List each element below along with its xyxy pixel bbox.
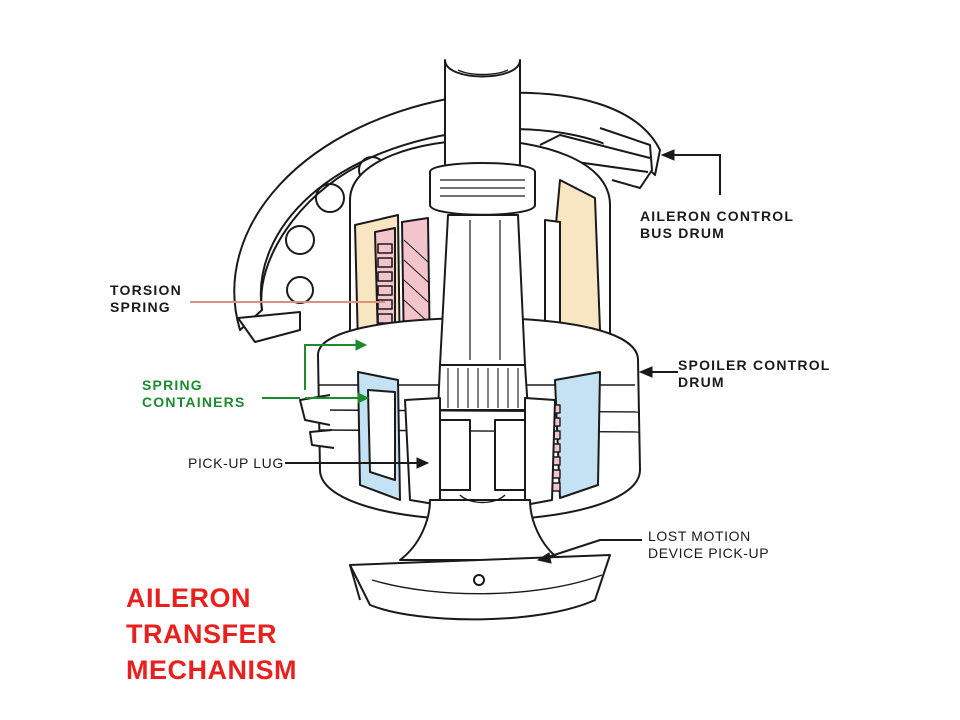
- label-torsion-spring-line2: SPRING: [110, 299, 171, 315]
- leader-spring-containers-arrow-2: [357, 392, 370, 404]
- title-line2: TRANSFER: [126, 619, 277, 649]
- leader-pickup-lug-arrow: [416, 457, 430, 469]
- label-spring-containers-line1: SPRING: [142, 377, 203, 393]
- base-plate: [349, 494, 611, 621]
- leader-lost-motion: [544, 539, 642, 559]
- label-lost-motion: LOST MOTION DEVICE PICK-UP: [648, 528, 769, 562]
- label-spring-containers: SPRING CONTAINERS: [142, 377, 246, 411]
- leader-lost-motion-arrow: [536, 552, 552, 564]
- leader-spoiler-drum-arrow: [638, 366, 653, 378]
- title-line1: AILERON: [126, 583, 251, 613]
- leader-lines: [190, 149, 721, 564]
- label-lost-motion-line2: DEVICE PICK-UP: [648, 545, 770, 561]
- label-spoiler-drum-line2: DRUM: [678, 374, 725, 390]
- label-pickup-lug-line1: PICK-UP LUG: [188, 455, 284, 471]
- diagram-title: AILERON TRANSFER MECHANISM: [126, 580, 297, 688]
- label-spoiler-drum-line1: SPOILER CONTROL: [678, 357, 831, 373]
- label-aileron-bus-drum: AILERON CONTROL BUS DRUM: [640, 208, 794, 242]
- title-line3: MECHANISM: [126, 655, 297, 685]
- label-spoiler-drum: SPOILER CONTROL DRUM: [678, 357, 831, 391]
- mechanism-drawing: [233, 59, 661, 621]
- label-lost-motion-line1: LOST MOTION: [648, 528, 751, 544]
- label-aileron-bus-drum-line1: AILERON CONTROL: [640, 208, 795, 224]
- lower-drum: [299, 317, 641, 521]
- leader-spring-containers: [262, 344, 360, 399]
- label-torsion-spring: TORSION SPRING: [110, 282, 182, 316]
- leader-aileron-bus-drum: [672, 154, 721, 195]
- leader-aileron-bus-drum-arrow: [660, 149, 675, 161]
- central-shaft: [404, 59, 556, 506]
- label-spring-containers-line2: CONTAINERS: [142, 394, 246, 410]
- label-torsion-spring-line1: TORSION: [110, 282, 182, 298]
- leader-spring-containers-arrow-1: [355, 339, 368, 351]
- label-pickup-lug: PICK-UP LUG: [188, 455, 284, 472]
- label-aileron-bus-drum-line2: BUS DRUM: [640, 225, 726, 241]
